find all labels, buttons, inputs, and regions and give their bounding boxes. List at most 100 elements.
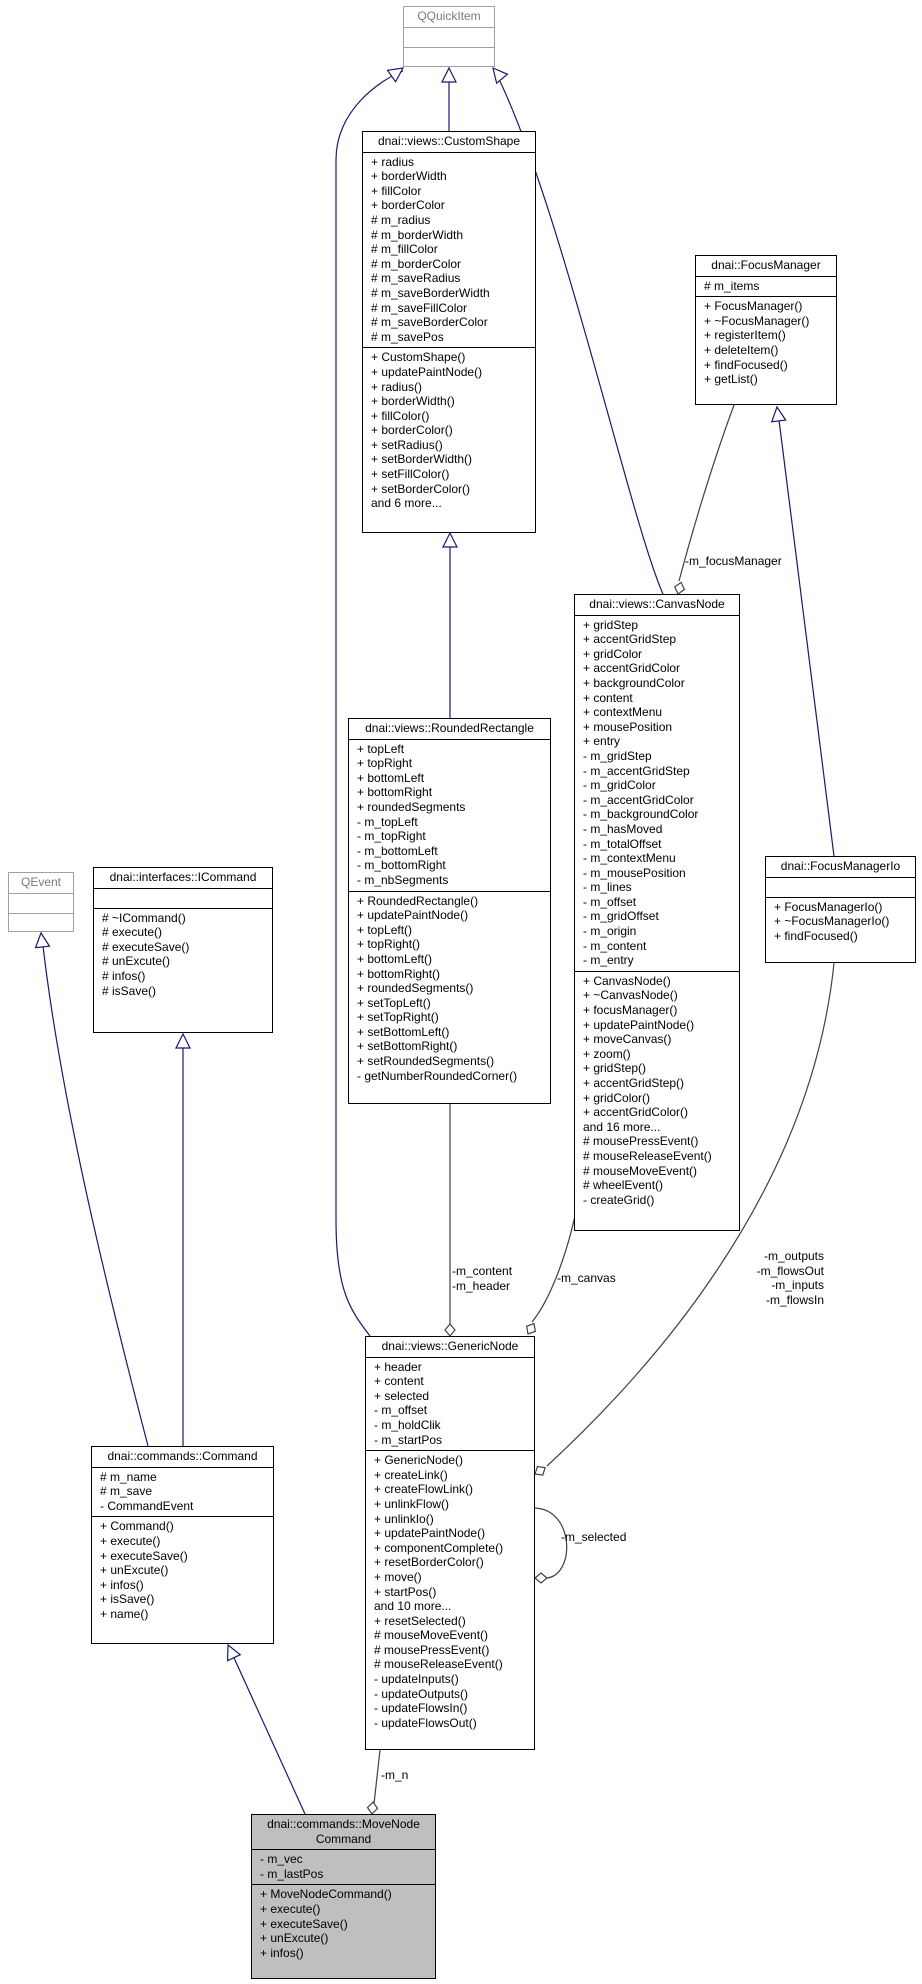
operation-row: + setTopLeft() — [357, 995, 431, 1010]
operation-row: + roundedSegments() — [357, 981, 474, 996]
attribute-row: + content — [583, 690, 633, 705]
attributes-section: + topLeft+ topRight+ bottomLeft+ bottomR… — [349, 738, 550, 891]
class-title-line: dnai::commands::Command — [107, 1449, 258, 1463]
label-m-inputs: -m_inputs — [771, 1278, 824, 1293]
operations-section: + MoveNodeCommand()+ execute()+ executeS… — [252, 1884, 435, 1978]
attribute-row: + header — [374, 1359, 422, 1374]
attributes-section: - m_vec- m_lastPos — [252, 1849, 435, 1884]
attribute-row: + roundedSegments — [357, 799, 466, 814]
class-custom-shape: dnai::views::CustomShape+ radius+ border… — [362, 131, 536, 533]
operation-row: + unlinkFlow() — [374, 1496, 450, 1511]
attribute-row: - CommandEvent — [100, 1498, 194, 1513]
attribute-row: # m_borderColor — [371, 256, 462, 271]
class-title-line: dnai::FocusManagerIo — [780, 859, 901, 873]
attribute-row: - m_topLeft — [357, 814, 418, 829]
class-title: dnai::views::RoundedRectangle — [349, 719, 550, 739]
attribute-row: + mousePosition — [583, 719, 673, 734]
inherit-arrowhead — [386, 67, 405, 83]
operation-row: + startPos() — [374, 1584, 437, 1599]
operation-row: + name() — [100, 1606, 149, 1621]
class-title: dnai::FocusManager — [696, 256, 836, 276]
attribute-row: # m_fillColor — [371, 242, 438, 257]
operation-row: + unlinkIo() — [374, 1511, 434, 1526]
operation-row: + borderColor() — [371, 423, 453, 438]
operation-row: + radius() — [371, 379, 423, 394]
class-title-line: dnai::views::RoundedRectangle — [365, 721, 534, 735]
operation-row: + fillColor() — [371, 408, 430, 423]
operation-row: + findFocused() — [774, 928, 858, 943]
class-generic-node: dnai::views::GenericNode+ header+ conten… — [365, 1336, 535, 1750]
operation-row: # mouseMoveEvent() — [583, 1163, 698, 1178]
assoc-focusmanager — [678, 404, 735, 582]
attributes-section: # m_name# m_save- CommandEvent — [92, 1466, 273, 1517]
assoc-canvas — [531, 1189, 581, 1323]
operations-section: + CanvasNode()+ ~CanvasNode()+ focusMana… — [575, 970, 739, 1230]
operation-row: - createGrid() — [583, 1192, 655, 1207]
inherit-movenode-command — [229, 1648, 306, 1815]
label-m-canvas: -m_canvas — [557, 1271, 616, 1285]
operation-row: + setRoundedSegments() — [357, 1054, 495, 1069]
attribute-row: - m_bottomLeft — [357, 843, 438, 858]
assoc-diamond — [534, 1572, 548, 1584]
operation-row: + gridColor() — [583, 1090, 651, 1105]
attribute-row: # m_saveFillColor — [371, 300, 468, 315]
attribute-row: - m_offset — [583, 894, 637, 909]
label-m-header: -m_header — [452, 1278, 511, 1293]
operation-row: + deleteItem() — [704, 342, 779, 357]
operation-row: + bottomRight() — [357, 966, 441, 981]
operation-row: + resetBorderColor() — [374, 1555, 484, 1570]
operation-row: + bottomLeft() — [357, 951, 433, 966]
operation-row: + execute() — [260, 1901, 321, 1916]
attribute-row: + bottomLeft — [357, 770, 425, 785]
operation-row: # mousePressEvent() — [374, 1642, 490, 1657]
attribute-row: + topLeft — [357, 741, 405, 756]
attribute-row: + radius — [371, 154, 415, 169]
operation-row: + zoom() — [583, 1046, 631, 1061]
attribute-row: - m_gridColor — [583, 778, 656, 793]
operation-row: + updatePaintNode() — [371, 364, 483, 379]
operation-row: + createFlowLink() — [374, 1482, 474, 1497]
class-title-line: dnai::views::GenericNode — [381, 1339, 519, 1353]
operation-row: + setBorderColor() — [371, 481, 471, 496]
operation-row: + ~FocusManagerIo() — [774, 914, 890, 929]
attribute-row: + borderWidth — [371, 169, 447, 184]
class-title: dnai::FocusManagerIo — [766, 857, 915, 877]
inherit-arrowhead — [175, 1032, 191, 1049]
attributes-section — [9, 892, 73, 913]
assoc-diamond — [673, 581, 686, 595]
class-title: dnai::views::CanvasNode — [575, 595, 739, 615]
operation-row: + accentGridStep() — [583, 1076, 685, 1090]
attribute-row: - m_entry — [583, 953, 634, 968]
attribute-row: - m_mousePosition — [583, 865, 686, 880]
operation-row: + setRadius() — [371, 437, 443, 452]
attribute-row: + contextMenu — [583, 705, 663, 720]
attribute-row: - m_nbSegments — [357, 872, 449, 887]
operation-row: + borderWidth() — [371, 394, 455, 409]
operations-section — [404, 46, 494, 67]
operation-row: - updateFlowsIn() — [374, 1701, 468, 1716]
operation-row: + executeSave() — [260, 1916, 348, 1931]
assoc-diamond — [444, 1323, 456, 1337]
operation-row: + accentGridColor() — [583, 1105, 689, 1120]
attribute-row: # m_radius — [371, 212, 431, 227]
attribute-row: + topRight — [357, 756, 413, 771]
operation-row: - getNumberRoundedCorner() — [357, 1068, 518, 1083]
assoc-diamond — [525, 1322, 537, 1335]
class-title: dnai::views::GenericNode — [366, 1337, 534, 1357]
attribute-row: - m_content — [583, 938, 647, 953]
inherit-arrowhead — [492, 66, 509, 85]
assoc-diamond — [366, 1801, 379, 1815]
attribute-row: - m_hasMoved — [583, 821, 663, 836]
operations-section: + FocusManager()+ ~FocusManager()+ regis… — [696, 296, 836, 404]
attribute-row: - m_gridStep — [583, 748, 652, 763]
attribute-row: - m_lastPos — [260, 1866, 324, 1881]
operation-row: # unExcute() — [102, 954, 171, 969]
inherit-arrowhead — [442, 531, 458, 548]
operation-row: + move() — [374, 1569, 422, 1584]
operations-section: + Command()+ execute()+ executeSave()+ u… — [92, 1516, 273, 1643]
attribute-row: + borderColor — [371, 198, 445, 213]
operation-row: + FocusManager() — [704, 299, 803, 314]
attribute-row: - m_bottomRight — [357, 858, 446, 873]
operations-section — [9, 912, 73, 933]
class-title: dnai::commands::Command — [92, 1447, 273, 1467]
